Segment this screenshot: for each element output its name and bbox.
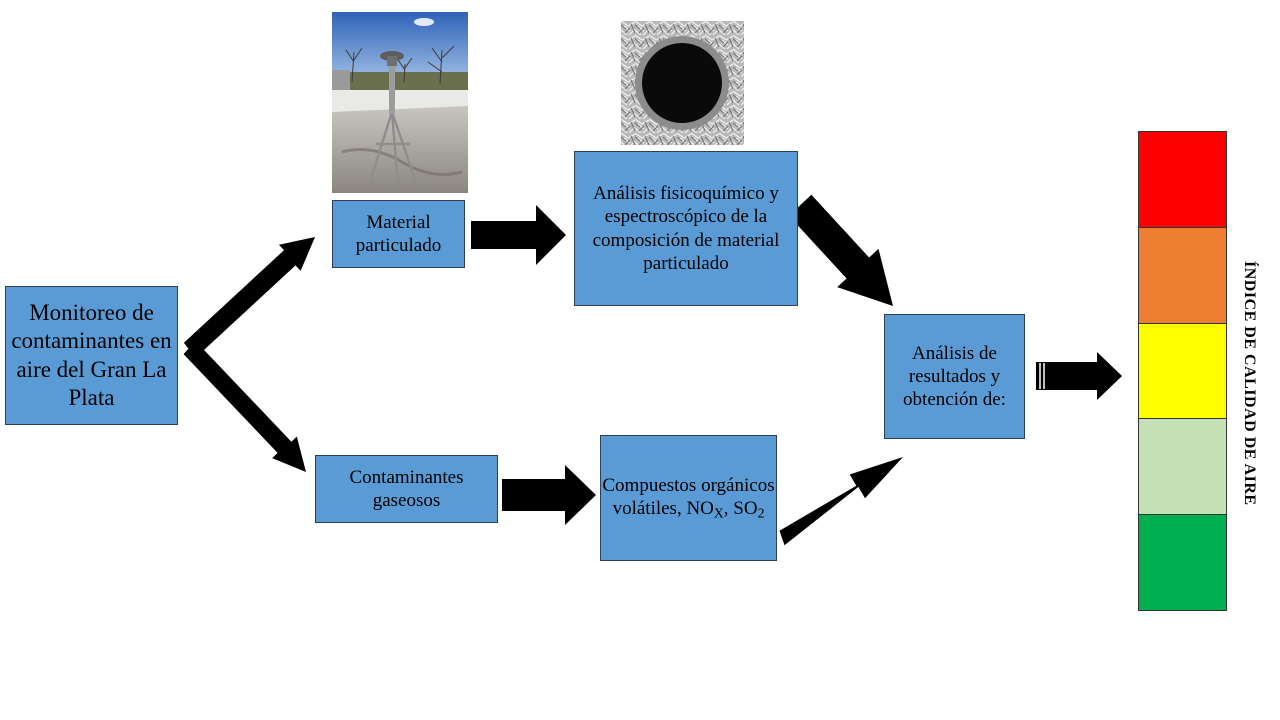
scale-level-orange <box>1139 227 1226 324</box>
monitoring-text: Monitoreo de contaminantes en aire del G… <box>11 300 172 410</box>
gaseous-pollutants-box: Contaminantes gaseosos <box>315 455 498 523</box>
monitoring-box: Monitoreo de contaminantes en aire del G… <box>5 286 178 425</box>
compounds-text: Compuestos orgánicos volátiles, NOX, SO2 <box>602 474 775 521</box>
air-quality-index-label: ÍNDICE DE CALIDAD DE AIRE <box>1241 260 1258 506</box>
physicochemical-analysis-box: Análisis fisicoquímico y espectroscópico… <box>574 151 798 306</box>
compounds-box: Compuestos orgánicos volátiles, NOX, SO2 <box>600 435 777 561</box>
air-quality-scale <box>1138 131 1227 611</box>
arrow-to-gaseous <box>183 340 306 472</box>
scale-level-yellow <box>1139 323 1226 420</box>
arrow-results-to-index <box>1036 352 1122 400</box>
arrow-to-particulate <box>183 237 315 358</box>
arrow-compounds-to-results <box>779 457 903 546</box>
arrow-particulate-to-analysis <box>471 205 566 265</box>
arrow-analysis-to-results <box>788 194 893 306</box>
scale-level-light-green <box>1139 419 1226 516</box>
arrow-gaseous-to-compounds <box>502 465 596 525</box>
gaseous-text: Contaminantes gaseosos <box>349 466 464 511</box>
scale-level-red <box>1139 132 1226 228</box>
results-text: Análisis de resultados y obtención de: <box>903 342 1006 411</box>
scale-level-green <box>1139 515 1226 610</box>
particulate-matter-box: Material particulado <box>332 200 465 268</box>
analysis-pm-text: Análisis fisicoquímico y espectroscópico… <box>592 183 780 274</box>
particulate-text: Material particulado <box>355 211 442 256</box>
results-analysis-box: Análisis de resultados y obtención de: <box>884 314 1025 439</box>
filter-sample-photo <box>621 21 744 145</box>
air-sampler-photo <box>332 12 468 193</box>
